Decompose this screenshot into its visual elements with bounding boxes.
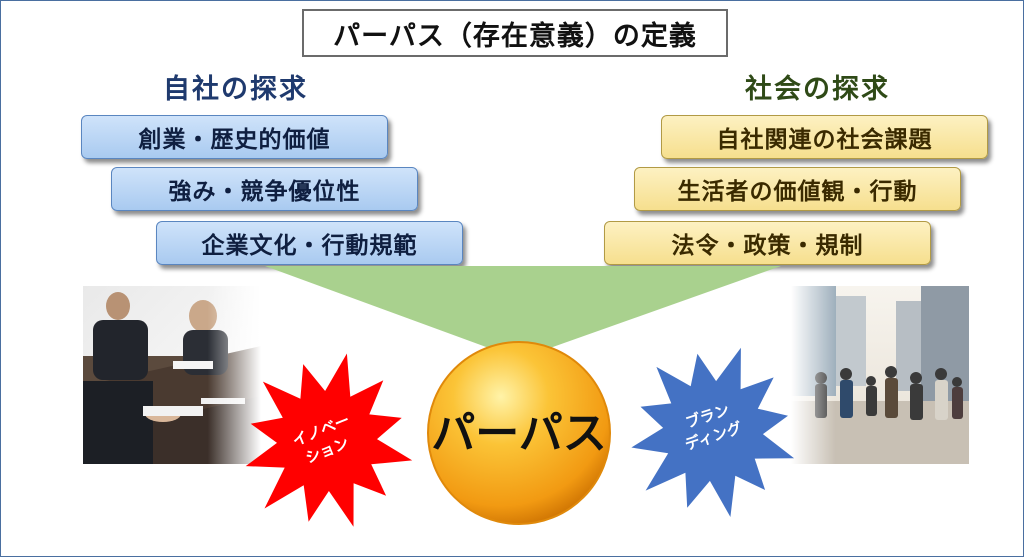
left-item-history: 創業・歴史的価値 bbox=[81, 115, 388, 159]
left-burst-shape bbox=[245, 353, 413, 527]
street-crowd-photo bbox=[791, 286, 969, 464]
right-column-heading: 社会の探求 bbox=[745, 74, 890, 105]
business-meeting-photo bbox=[83, 286, 261, 464]
left-column-heading: 自社の探求 bbox=[163, 74, 308, 105]
slide-title: パーパス（存在意義）の定義 bbox=[302, 9, 728, 57]
right-item-social-issues: 自社関連の社会課題 bbox=[661, 115, 988, 159]
right-item-consumer-values: 生活者の価値観・行動 bbox=[634, 167, 961, 211]
left-item-culture: 企業文化・行動規範 bbox=[156, 221, 463, 265]
funnel-shape bbox=[265, 266, 781, 359]
right-item-regulation: 法令・政策・規制 bbox=[604, 221, 931, 265]
purpose-orb bbox=[427, 341, 611, 525]
right-burst-shape bbox=[631, 347, 795, 517]
left-item-strength: 強み・競争優位性 bbox=[111, 167, 418, 211]
center-label: パーパス bbox=[431, 408, 607, 459]
